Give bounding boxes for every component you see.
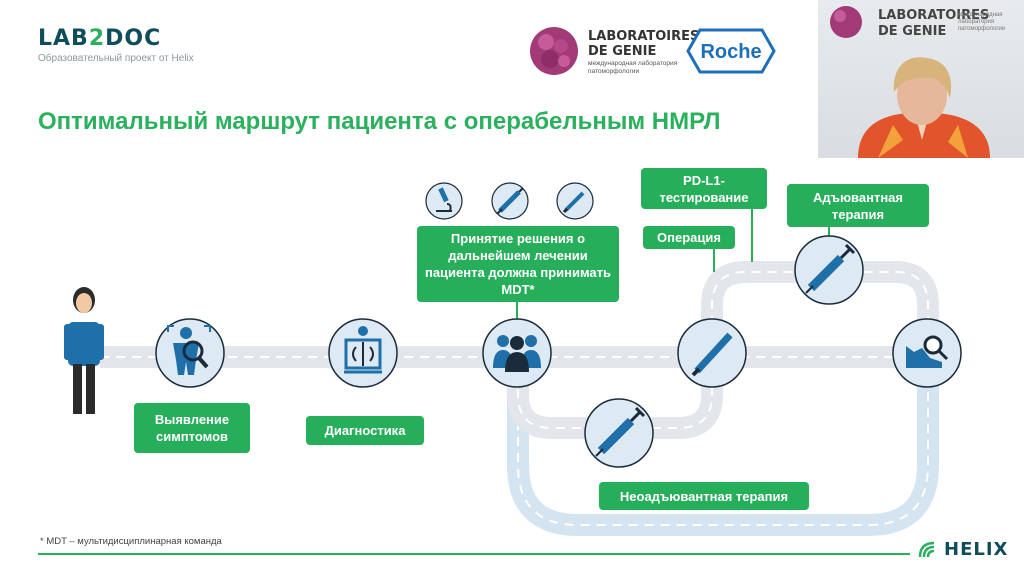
genie-subtitle: международная лаборатория патоморфологии [588,60,678,75]
footer-divider [38,553,910,555]
syringe-icon [794,235,864,305]
lab2doc-subtitle: Образовательный проект от Helix [38,53,194,64]
xray-icon [328,318,398,388]
slide-title: Оптимальный маршрут пациента с операбель… [38,108,721,135]
genie-logo-icon [530,27,578,75]
speaker-video [818,0,1024,158]
patient-person-icon [64,287,104,414]
syringe-icon [584,398,654,468]
roche-text: Roche [700,41,761,63]
step-pdl1-label: PD-L1-тестирование [641,168,767,209]
step-diagnostics-label: Диагностика [306,416,424,445]
video-genie-subtitle: международная лаборатория патоморфологии [958,12,1006,32]
syringe-icon [491,182,529,220]
footnote: * MDT – мультидисциплинарная команда [40,536,222,547]
step-symptoms-label: Выявление симптомов [134,403,250,453]
lab2doc-logo: LAB2DOC [38,26,162,51]
team-icon [482,318,552,388]
chart-search-icon [892,318,962,388]
microscope-icon [425,182,463,220]
step-operation-label: Операция [643,226,735,249]
genie-name: LABORATOIRES DE GENIE [588,29,700,59]
scalpel-icon [677,318,747,388]
symptoms-scan-icon [155,318,225,388]
scalpel-icon [556,182,594,220]
step-neoadjuvant-label: Неоадъювантная терапия [599,482,809,510]
step-adjuvant-label: Адъювантная терапия [787,184,929,227]
helix-brand: HELIX [944,539,1009,560]
helix-logo-icon [918,541,935,558]
roche-logo: Roche [686,28,776,74]
step-mdt-decision-label: Принятие решения о дальнейшем лечении па… [417,226,619,302]
